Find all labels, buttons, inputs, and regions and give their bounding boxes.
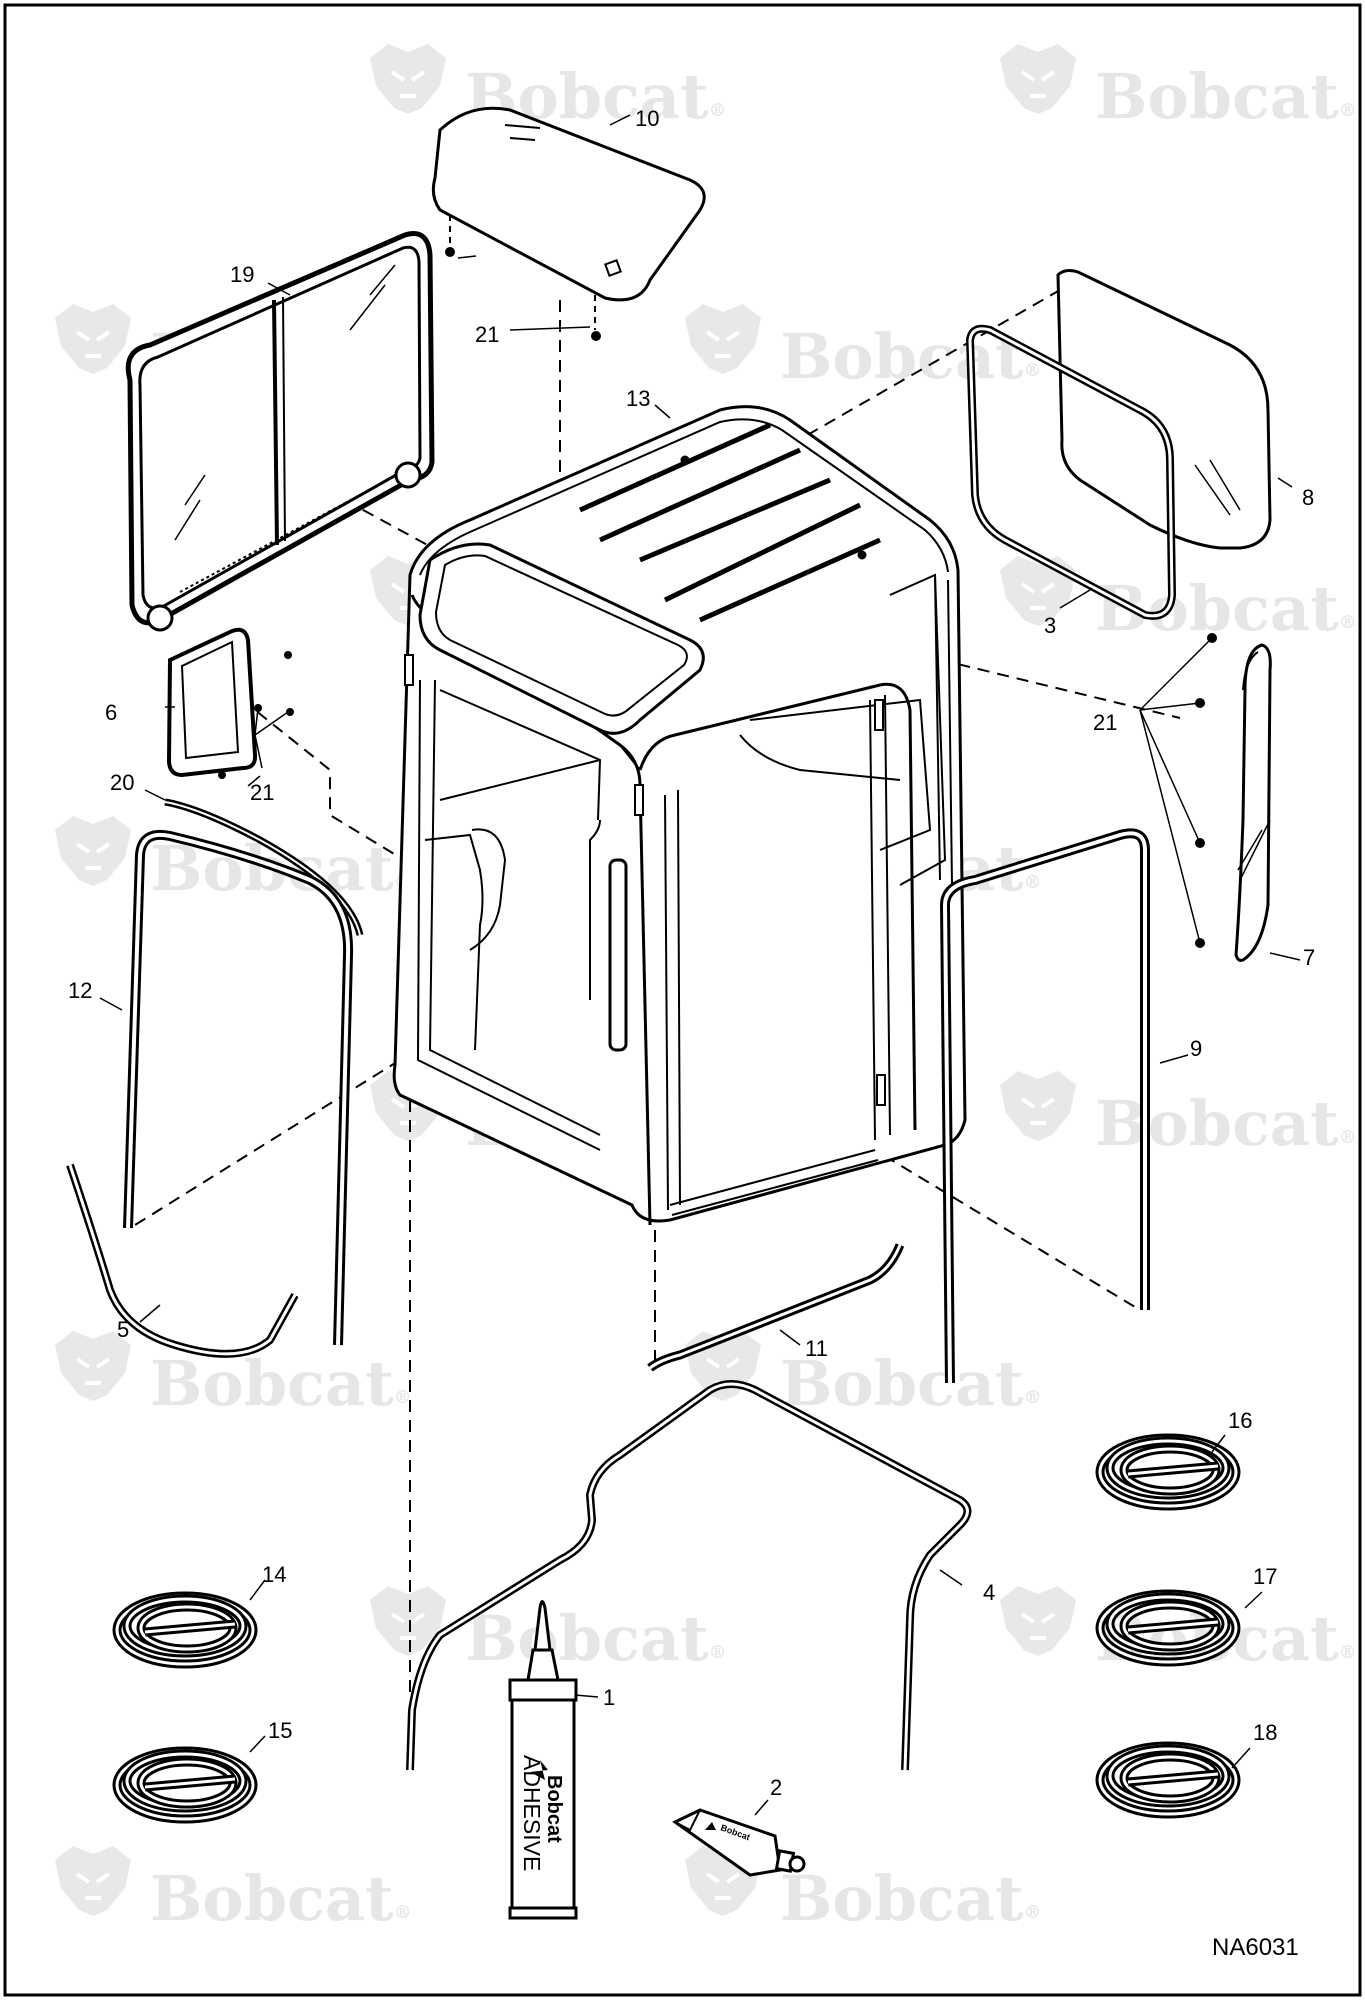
left-door-seals [66,798,364,1358]
seal-coil-14 [117,1596,253,1664]
vent-window [166,627,294,779]
callout-4: 4 [983,1580,995,1605]
callout-21-right: 21 [1093,710,1117,735]
side-quarter-glass [1195,633,1272,962]
watermark-text: Bobcat® [150,1862,412,1935]
seal-coil-18 [1100,1746,1236,1814]
leader-lines [99,114,1301,1816]
callout-21-left: 21 [250,780,274,805]
callout-12: 12 [68,978,92,1003]
watermark-registered-mark: ® [709,1642,727,1663]
callout-1: 1 [603,1685,615,1710]
callout-13: 13 [626,386,650,411]
seal-coil-15 [117,1751,253,1819]
small-adhesive-tube: Bobcat [672,1808,806,1877]
watermark-registered-mark: ® [1024,360,1042,381]
watermark-registered-mark: ® [1339,612,1357,633]
sliding-window [125,231,435,632]
callout-8: 8 [1302,485,1314,510]
rear-glass [1056,269,1272,550]
callout-18: 18 [1253,1720,1277,1745]
roof-glass [431,106,706,341]
callout-19: 19 [230,262,254,287]
callout-17: 17 [1253,1564,1277,1589]
callout-21-top: 21 [475,322,499,347]
drawing-id: NA6031 [1212,1934,1299,1961]
sill-seal [647,1243,905,1372]
seal-coil-17 [1100,1594,1236,1662]
watermark-registered-mark: ® [709,100,727,121]
callout-11: 11 [805,1336,828,1361]
callout-9: 9 [1190,1036,1202,1061]
callout-6: 6 [105,700,117,725]
watermark-text: Bobcat® [780,1347,1042,1420]
cartridge-brand: Bobcat [543,1775,565,1843]
watermark-registered-mark: ® [1024,1387,1042,1408]
watermark-text: Bobcat® [465,1602,727,1675]
windshield-seal [406,1380,972,1771]
cartridge-label: ADHESIVE [519,1755,545,1871]
diagram-border [3,3,1362,1997]
watermark-text: Bobcat® [780,1862,1042,1935]
callout-7: 7 [1303,945,1315,970]
callout-3: 3 [1044,613,1056,638]
callout-16: 16 [1228,1408,1252,1433]
callout-10: 10 [635,106,659,131]
watermark-text: Bobcat® [780,320,1042,393]
adhesive-cartridge: Bobcat ADHESIVE [508,1600,578,1920]
cab-frame [392,405,967,1226]
callout-labels: 10 19 21 13 8 3 6 21 21 20 12 7 9 5 11 1… [68,106,1315,1800]
watermark-text: Bobcat® [1095,60,1357,133]
watermark-registered-mark: ® [394,1902,412,1923]
callout-15: 15 [268,1718,292,1743]
watermark-registered-mark: ® [1339,100,1357,121]
callout-20: 20 [110,770,134,795]
watermark-text: Bobcat® [150,1347,412,1420]
watermark-text: Bobcat® [1095,1087,1357,1160]
watermark-registered-mark: ® [1339,1127,1357,1148]
rear-glass-seal [965,324,1177,620]
watermark-registered-mark: ® [394,1387,412,1408]
callout-14: 14 [262,1562,286,1587]
watermark-registered-mark: ® [1024,872,1042,893]
callout-5: 5 [117,1317,129,1342]
callout-2: 2 [770,1775,782,1800]
watermark-registered-mark: ® [1339,1642,1357,1663]
right-door-seal [939,828,1150,1384]
watermark-registered-mark: ® [1024,1902,1042,1923]
